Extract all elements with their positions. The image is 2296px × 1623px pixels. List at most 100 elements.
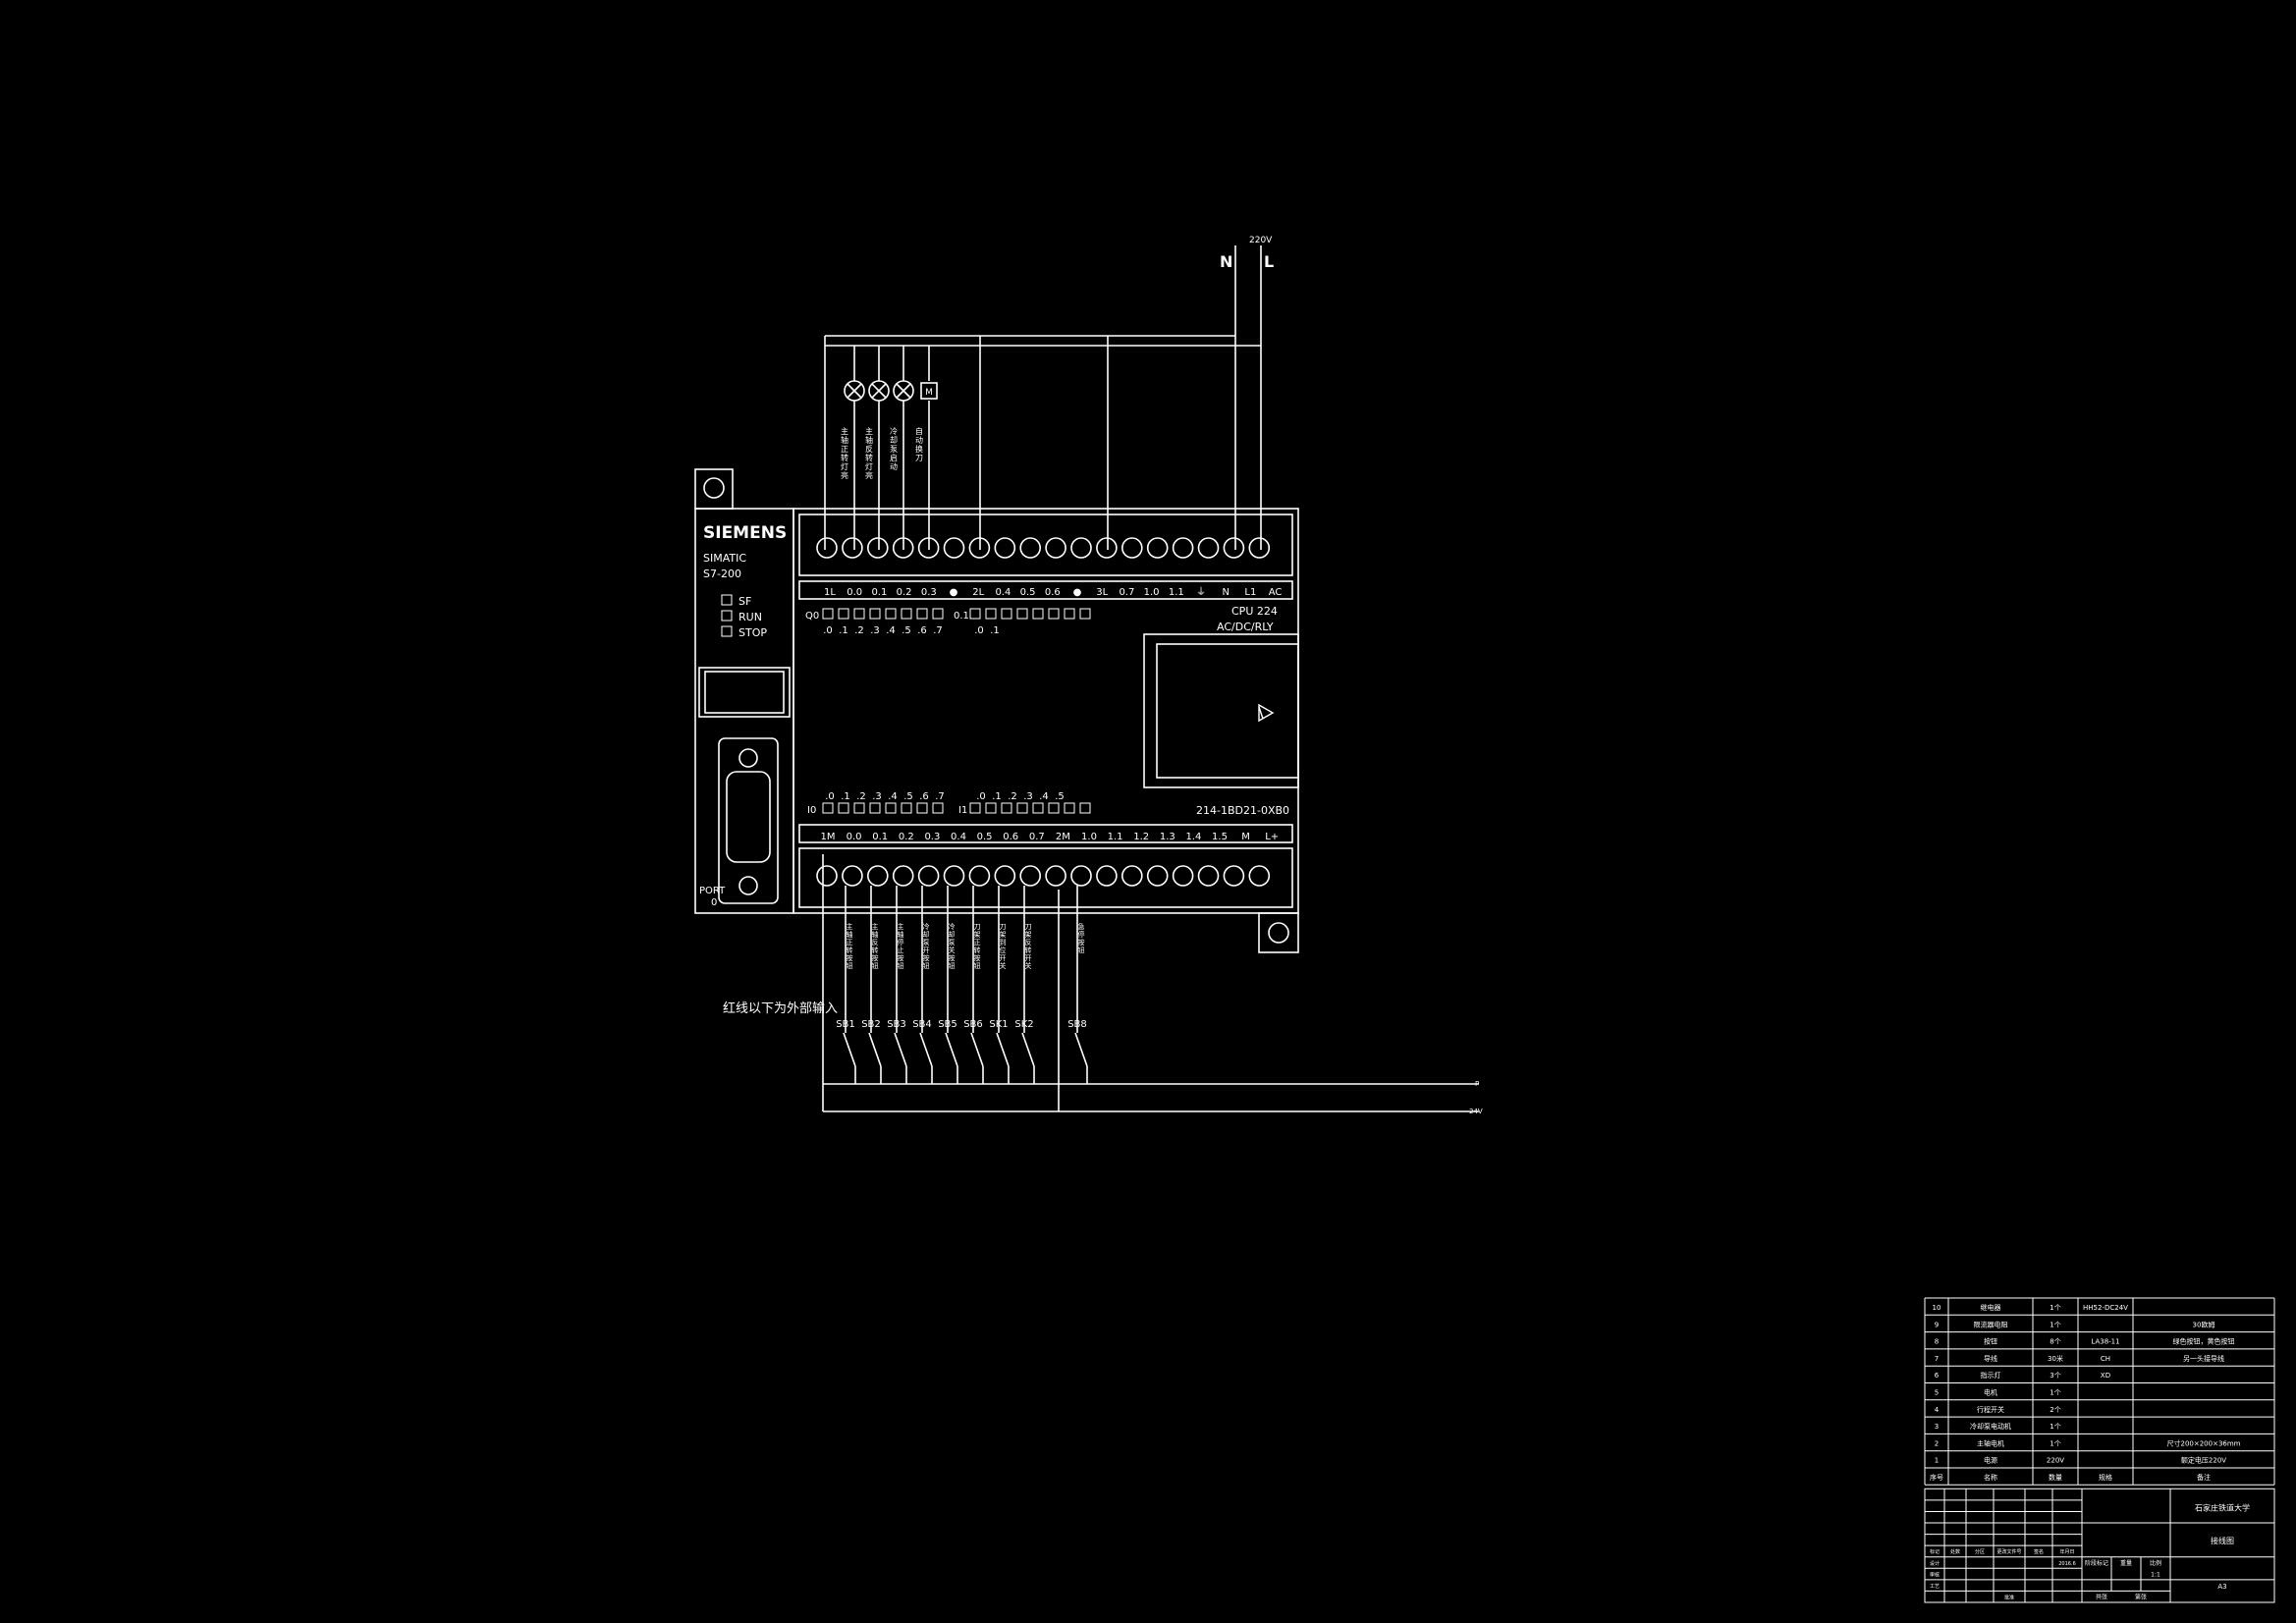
input-code: SK1 xyxy=(989,1019,1008,1030)
lamp-cross xyxy=(847,383,862,399)
bom-cell: 规格 xyxy=(2099,1473,2112,1482)
switch-contact xyxy=(868,1032,882,1067)
bottom-terminal-label: 1.3 xyxy=(1160,832,1175,842)
top-terminal-label: 1.1 xyxy=(1169,587,1184,598)
bottom-terminal-screw xyxy=(892,865,914,887)
bus-label-top: P xyxy=(1475,1080,1479,1088)
bottom-terminal-label: 0.6 xyxy=(1003,832,1018,842)
input-led xyxy=(853,802,865,814)
output-led xyxy=(1064,608,1075,620)
bottom-terminal-screw xyxy=(968,865,991,887)
input-label: 主轴停止按钮 xyxy=(898,922,904,970)
bottom-terminal-screw xyxy=(1121,865,1143,887)
title-col-label: 分区 xyxy=(1975,1548,1985,1555)
top-terminal-screw xyxy=(866,537,889,559)
status-led-label: STOP xyxy=(738,626,767,639)
bottom-terminal-screw xyxy=(917,865,940,887)
output-group0-label: Q0 xyxy=(805,611,819,622)
output-bit-label: .3 xyxy=(870,625,880,636)
input-bit-label: .1 xyxy=(841,791,850,802)
switch-contact xyxy=(996,1032,1010,1067)
top-terminal-label: 0.2 xyxy=(897,587,912,598)
title-row-label: 审核 xyxy=(1930,1571,1940,1578)
mode-switch-window xyxy=(704,671,785,714)
supply-voltage-label: 220V xyxy=(1249,236,1273,245)
school-name: 石家庄铁道大学 xyxy=(2195,1502,2250,1512)
top-terminal-label: 3L xyxy=(1096,587,1108,598)
input-group1-label: I1 xyxy=(958,805,967,816)
input-label: 主轴正转按钮 xyxy=(847,922,853,970)
output-led xyxy=(969,608,981,620)
output-led xyxy=(985,608,997,620)
port-label: PORT xyxy=(699,886,726,896)
bom-cell: 按钮 xyxy=(1984,1337,1997,1346)
bottom-terminal-screw xyxy=(1096,865,1118,887)
db9-connector xyxy=(726,771,771,863)
top-terminal-label: L1 xyxy=(1244,587,1256,598)
output-led xyxy=(901,608,912,620)
status-led-label: SF xyxy=(738,595,751,608)
input-bit-label: .0 xyxy=(825,791,835,802)
top-terminal-label: 0.7 xyxy=(1119,587,1134,598)
top-terminal-label: ● xyxy=(1073,587,1082,598)
bom-cell: 电源 xyxy=(1984,1456,1997,1465)
bottom-terminal-screw xyxy=(1019,865,1041,887)
input-led xyxy=(1079,802,1091,814)
top-terminal-screw xyxy=(994,537,1016,559)
top-terminal-screw xyxy=(1172,537,1194,559)
bom-cell: 冷却泵电动机 xyxy=(1970,1422,2011,1431)
bottom-terminal-label: 0.4 xyxy=(951,832,966,842)
bottom-terminal-screw xyxy=(1070,865,1092,887)
title-col-label: 处数 xyxy=(1950,1548,1960,1555)
output-led xyxy=(1016,608,1028,620)
bom-cell: 3 xyxy=(1935,1423,1939,1431)
motor-symbol: M xyxy=(925,388,933,398)
output-bit-label: .2 xyxy=(854,625,864,636)
input-led xyxy=(1048,802,1060,814)
bottom-terminal-label: 2M xyxy=(1056,832,1070,842)
top-terminal-screw xyxy=(1070,537,1092,559)
bom-cell: 指示灯 xyxy=(1981,1371,2001,1380)
top-terminal-screw xyxy=(1019,537,1041,559)
output-label: 主轴反转灯亮 xyxy=(865,426,873,480)
output-bit-label: .5 xyxy=(902,625,911,636)
input-code: SK2 xyxy=(1014,1019,1033,1030)
input-code: SB6 xyxy=(963,1019,983,1030)
model-line1: SIMATIC xyxy=(703,552,746,565)
bom-cell: 7 xyxy=(1935,1355,1939,1363)
bottom-terminal-label: 0.7 xyxy=(1029,832,1045,842)
bom-cell: 10 xyxy=(1933,1304,1941,1312)
status-led-run xyxy=(721,610,733,622)
bom-cell: LA38-11 xyxy=(2091,1338,2119,1346)
bottom-terminal-label: 1.5 xyxy=(1212,832,1228,842)
input-code: SB2 xyxy=(861,1019,881,1030)
output-label: 主轴正转灯亮 xyxy=(841,426,848,480)
bom-cell: 继电器 xyxy=(1981,1303,2001,1312)
top-terminal-label: AC xyxy=(1269,587,1283,598)
input-bit-label: .0 xyxy=(976,791,986,802)
bom-cell: 1个 xyxy=(2050,1439,2060,1447)
bottom-terminal-screw xyxy=(1146,865,1169,887)
bom-cell: 限流器电阻 xyxy=(1974,1320,2008,1328)
output-bit-label: .1 xyxy=(990,625,1000,636)
title-block: 石家庄铁道大学接线图A31:1阶段标记重量比例共张第张处数分区更改文件号签名年月… xyxy=(1924,1488,2275,1603)
bottom-terminal-block xyxy=(798,847,1293,908)
bottom-terminal-screw xyxy=(816,865,838,887)
input-bit-label: .5 xyxy=(903,791,913,802)
input-code: SB8 xyxy=(1067,1019,1087,1030)
input-label: 刀架正转按钮 xyxy=(974,923,981,970)
switch-contact xyxy=(919,1032,933,1067)
mode-switch-slot xyxy=(698,667,791,718)
top-terminal-screw xyxy=(892,537,914,559)
input-label: 急停按钮 xyxy=(1078,922,1085,954)
plc-unit xyxy=(694,468,1299,953)
cpu-type-label: AC/DC/RLY xyxy=(1217,621,1274,633)
bom-cell: 8 xyxy=(1935,1338,1939,1346)
bom-cell: 电机 xyxy=(1984,1388,1997,1397)
top-terminal-screw xyxy=(943,537,965,559)
bom-cell: 4 xyxy=(1935,1406,1940,1414)
title-mid-label: 重量 xyxy=(2120,1559,2132,1567)
output-led xyxy=(916,608,928,620)
title-col-label: 签名 xyxy=(2034,1548,2044,1555)
bom-cell: 9 xyxy=(1935,1321,1939,1328)
